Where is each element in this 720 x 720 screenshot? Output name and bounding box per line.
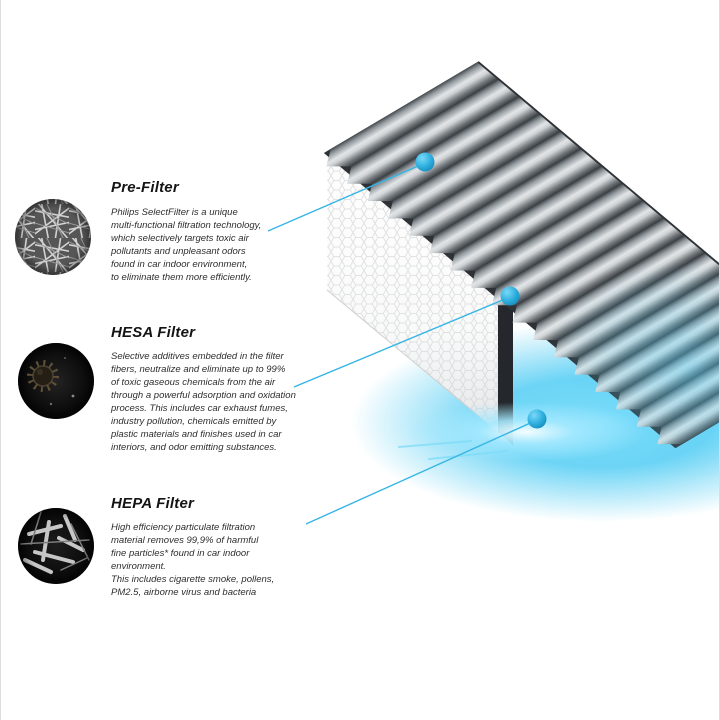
hepa-filter-micrograph [18,508,94,584]
pre-filter-micrograph [15,199,91,275]
section-description-hesa-filter: Selective additives embedded in the filt… [111,351,296,453]
callout-dot-hepa-filter [527,409,547,429]
section-title-hesa-filter: HESA Filter [111,324,196,341]
section-description-hepa-filter: High efficiency particulate filtration m… [111,522,275,598]
hesa-filter-micrograph [18,343,94,419]
callout-line-hesa-filter [293,296,511,388]
section-hepa-filter: HEPA Filter High efficiency particulate … [111,495,311,599]
glow-core [406,402,646,462]
section-title-hepa-filter: HEPA Filter [111,495,195,512]
section-description-pre-filter: Philips SelectFilter is a unique multi-f… [111,207,262,283]
callout-dot-hesa-filter [500,286,520,306]
callout-dot-pre-filter [415,152,435,172]
callout-line-hepa-filter [305,419,538,525]
section-hesa-filter: HESA Filter Selective additives embedded… [111,324,323,454]
glow-streaks [398,440,508,460]
callout-line-pre-filter [267,162,426,232]
section-pre-filter: Pre-Filter Philips SelectFilter is a uni… [111,179,296,284]
section-title-pre-filter: Pre-Filter [111,179,179,196]
